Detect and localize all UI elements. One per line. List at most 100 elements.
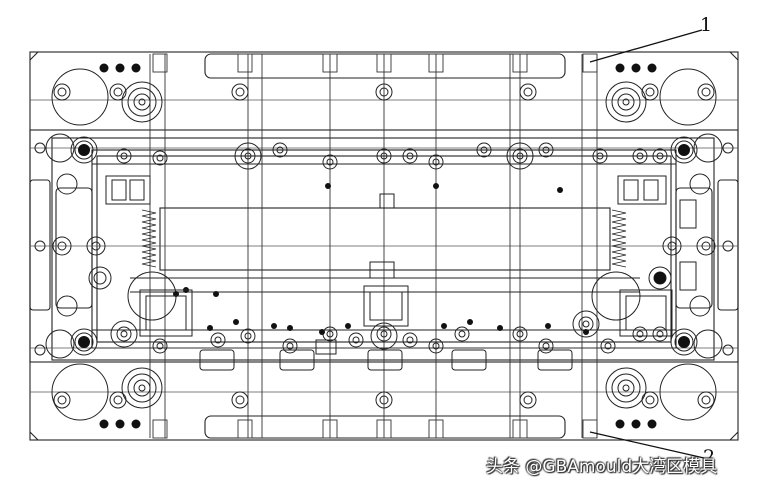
marker-dot bbox=[615, 63, 625, 73]
mid-hole bbox=[696, 236, 716, 256]
ejector-ring bbox=[506, 142, 534, 170]
screw-hole bbox=[152, 150, 168, 166]
bolt-hole bbox=[379, 87, 389, 97]
screw-hole bbox=[632, 326, 648, 342]
screw-hole bbox=[592, 148, 608, 164]
bolt-hole bbox=[645, 395, 655, 405]
heavy-dot bbox=[678, 144, 690, 156]
screw-hole bbox=[578, 316, 594, 332]
edge-hole bbox=[34, 142, 46, 154]
screw-hole bbox=[454, 326, 470, 342]
corner-bolt bbox=[70, 328, 98, 356]
screw-hole bbox=[276, 146, 284, 154]
bushing-circle bbox=[127, 87, 157, 117]
bolt-hole bbox=[645, 87, 655, 97]
pin-dot bbox=[287, 325, 293, 331]
screw-hole bbox=[596, 152, 604, 160]
bushing-circle bbox=[138, 384, 146, 392]
pin-dot bbox=[441, 323, 447, 329]
screw-hole bbox=[380, 330, 388, 338]
locator-hole bbox=[88, 266, 112, 290]
bushing-circle bbox=[138, 98, 146, 106]
screw-hole bbox=[116, 148, 132, 164]
pin-block bbox=[152, 419, 168, 439]
screw-hole bbox=[214, 336, 222, 344]
screw-hole bbox=[244, 332, 252, 340]
pin-block bbox=[152, 53, 168, 73]
marker-dot bbox=[615, 419, 625, 429]
slider-mechanisms bbox=[105, 175, 697, 371]
edge-hole bbox=[34, 240, 46, 252]
marker-dot bbox=[115, 63, 125, 73]
pin-block bbox=[237, 419, 253, 439]
bolt-hole bbox=[375, 83, 393, 101]
mid-hole bbox=[52, 236, 72, 256]
screw-hole bbox=[120, 152, 128, 160]
pin-dot bbox=[271, 323, 277, 329]
side-hole bbox=[56, 295, 78, 317]
screw-hole bbox=[210, 332, 226, 348]
bushing-circle bbox=[622, 98, 630, 106]
pin-dot bbox=[583, 329, 589, 335]
leader-2 bbox=[589, 431, 705, 459]
pin-block bbox=[428, 53, 444, 73]
pin-dot bbox=[557, 187, 563, 193]
bushing-circle bbox=[605, 367, 647, 409]
mid-hole bbox=[86, 236, 106, 256]
pin-dot bbox=[345, 323, 351, 329]
screw-hole bbox=[428, 338, 444, 354]
screw-hole bbox=[600, 338, 616, 354]
bolt-hole bbox=[523, 87, 533, 97]
pin-dot bbox=[497, 325, 503, 331]
bushing-circle bbox=[611, 87, 641, 117]
screw-hole bbox=[152, 338, 168, 354]
pin-block bbox=[322, 53, 338, 73]
screw-hole bbox=[282, 338, 298, 354]
edge-hole bbox=[722, 142, 734, 154]
screw-hole bbox=[156, 342, 164, 350]
bolt-hole bbox=[53, 83, 71, 101]
screw-hole bbox=[380, 152, 388, 160]
top-rail bbox=[204, 53, 566, 79]
pin-dot bbox=[467, 319, 473, 325]
pin-dot bbox=[213, 291, 219, 297]
screw-hole bbox=[352, 336, 360, 344]
watermark-text: 头条 @GBAmould大湾区模具 bbox=[486, 457, 718, 477]
screw-hole bbox=[406, 152, 414, 160]
side-hole bbox=[689, 173, 711, 195]
bolt-hole bbox=[57, 395, 67, 405]
screw-hole bbox=[458, 330, 466, 338]
bolt-hole bbox=[519, 83, 537, 101]
corner-ring bbox=[45, 329, 75, 359]
heavy-dot bbox=[78, 336, 90, 348]
bottom-rail bbox=[204, 415, 566, 439]
screw-hole bbox=[516, 152, 524, 160]
guide-pillar-circle bbox=[659, 68, 717, 126]
bolt-hole bbox=[57, 87, 67, 97]
screw-hole bbox=[406, 336, 414, 344]
marker-dot bbox=[131, 419, 141, 429]
screw-hole bbox=[652, 148, 668, 164]
bolt-hole bbox=[53, 391, 71, 409]
bushing-circle bbox=[622, 384, 630, 392]
bolt-hole bbox=[697, 391, 715, 409]
pin-block bbox=[512, 419, 528, 439]
marker-dot bbox=[115, 419, 125, 429]
mid-hole bbox=[662, 236, 682, 256]
screw-hole bbox=[656, 152, 664, 160]
screw-hole bbox=[636, 330, 644, 338]
screw-hole bbox=[652, 326, 668, 342]
screw-hole bbox=[244, 152, 252, 160]
marker-dot bbox=[131, 63, 141, 73]
pin-block bbox=[512, 53, 528, 73]
screw-hole bbox=[538, 338, 554, 354]
screw-hole bbox=[402, 148, 418, 164]
pin-block bbox=[582, 419, 598, 439]
bolt-hole bbox=[113, 87, 123, 97]
bolt-hole bbox=[113, 395, 123, 405]
screw-hole bbox=[542, 146, 550, 154]
bolt-hole bbox=[701, 395, 711, 405]
top-left-chamfer bbox=[29, 51, 39, 61]
screw-hole bbox=[428, 154, 444, 170]
left-spring bbox=[141, 209, 157, 268]
